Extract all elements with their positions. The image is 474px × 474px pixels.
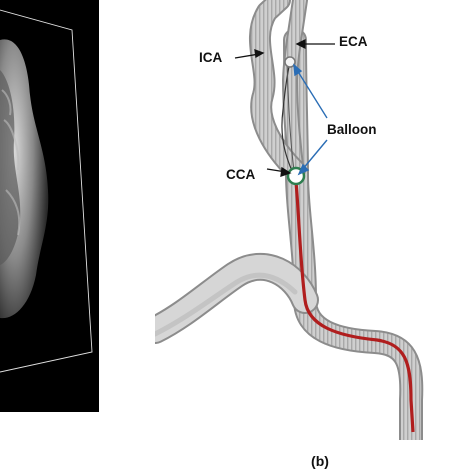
- label-balloon: Balloon: [327, 122, 377, 137]
- catheter-line: [294, 181, 415, 433]
- bounding-frame: [0, 9, 93, 373]
- vessel-tree: [155, 0, 424, 440]
- label-cca: CCA: [226, 167, 256, 182]
- caption-panel-b: (b): [311, 453, 329, 469]
- label-arrows: [234, 38, 335, 177]
- bone-ridges: [1, 89, 21, 236]
- vessel-graphic: [155, 0, 424, 440]
- panel-a-render: [0, 0, 99, 412]
- bone-shadow: [0, 70, 21, 265]
- skull-render-graphic: [0, 9, 93, 373]
- balloon-arrows: [293, 63, 328, 176]
- label-ica: ICA: [199, 50, 223, 65]
- balloon-marker-distal: [284, 56, 296, 68]
- panel-b-vessel-model: [155, 0, 435, 440]
- label-eca: ECA: [339, 34, 368, 49]
